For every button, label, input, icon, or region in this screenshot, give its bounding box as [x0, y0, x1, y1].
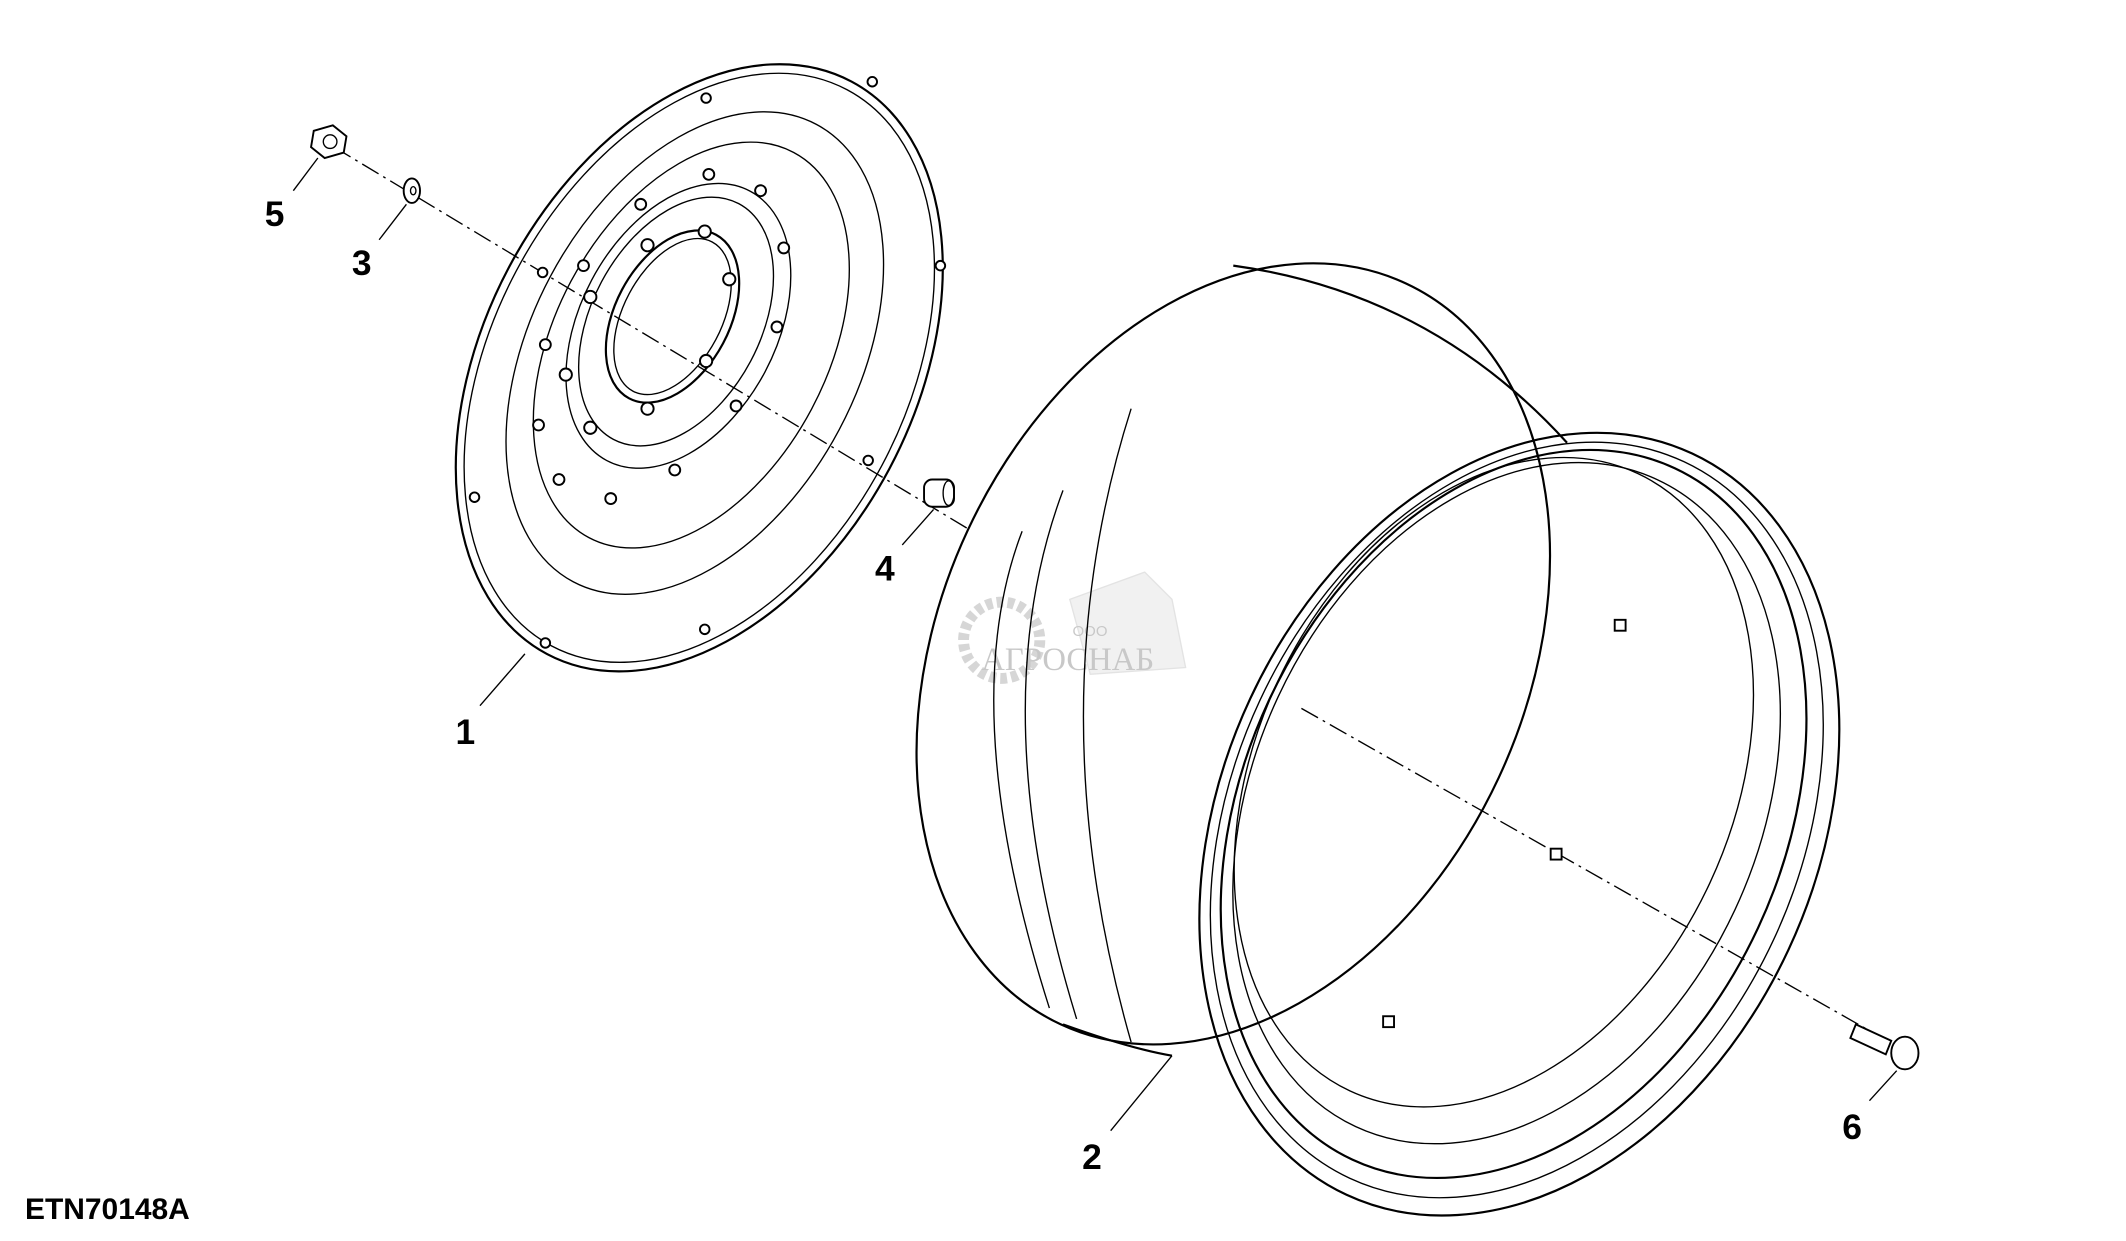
callout-4: 4: [875, 548, 895, 588]
assembly-axis-upper: [333, 146, 968, 530]
watermark-logo: ООО АГРОСНАБ: [958, 571, 1187, 684]
rim-front-edge: [1198, 432, 1841, 1217]
wheel-rim: [915, 262, 1841, 1217]
watermark-name: АГРОСНАБ: [981, 642, 1154, 678]
ellipse-outline: [1209, 441, 1824, 1199]
ellipse-outline: [532, 141, 850, 549]
figure-code: ETN70148A: [25, 1193, 190, 1226]
leader-lines: [292, 157, 1898, 1132]
watermark-prefix: ООО: [1073, 623, 1108, 640]
ellipse-outline: [565, 182, 792, 470]
disc-bolt-holes: [468, 76, 947, 649]
ellipse-outline: [454, 63, 944, 673]
ellipse-outline: [505, 111, 885, 595]
ellipse-outline: [577, 196, 775, 447]
callout-5: 5: [265, 194, 285, 234]
callout-6: 6: [1842, 1107, 1862, 1147]
wheel-disc: [454, 63, 944, 673]
ellipse-outline: [613, 237, 732, 396]
ellipse-outline: [1233, 456, 1755, 1108]
ellipse-outline: [1198, 432, 1841, 1217]
nut: [310, 124, 348, 160]
ellipse-outline: [604, 229, 741, 404]
callout-3: 3: [352, 243, 372, 283]
callout-2: 2: [1082, 1137, 1102, 1177]
spacer: [923, 478, 955, 508]
assembly-axis-lower: [1301, 707, 1878, 1036]
ellipse-outline: [1232, 461, 1781, 1145]
ellipse-outline: [463, 72, 935, 663]
bolt: [1849, 1023, 1920, 1071]
callout-1: 1: [455, 712, 475, 752]
ellipse-outline: [915, 262, 1552, 1046]
rim-back-edge: [915, 262, 1552, 1046]
ellipse-outline: [1219, 448, 1808, 1179]
washer: [402, 177, 421, 204]
